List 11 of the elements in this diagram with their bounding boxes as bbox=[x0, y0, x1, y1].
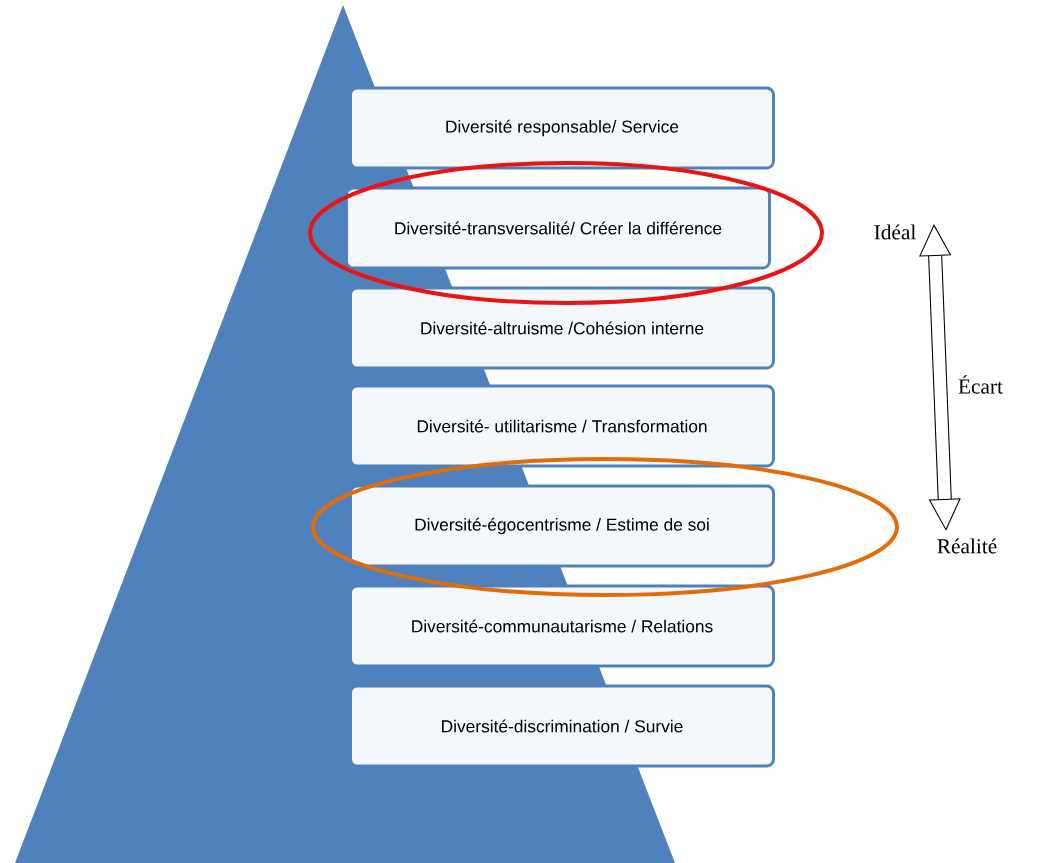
level-box: Diversité-égocentrisme / Estime de soi bbox=[349, 484, 775, 568]
level-label: Idéal bbox=[874, 224, 916, 240]
level-box: Diversité-discrimination / Survie bbox=[349, 684, 775, 768]
level-box: Diversité- utilitarisme / Transformation bbox=[349, 384, 775, 468]
double-arrow bbox=[919, 224, 961, 531]
level-box: Diversité-transversalité/ Créer la différence bbox=[345, 186, 771, 270]
level-box: Diversité-communautarisme / Relations bbox=[349, 584, 775, 668]
level-label: Réalité bbox=[937, 538, 997, 554]
level-box: Diversité-altruisme /Cohésion interne bbox=[349, 286, 775, 370]
edge-label: Écart bbox=[958, 375, 1003, 394]
level-box: Diversité responsable/ Service bbox=[349, 86, 775, 170]
